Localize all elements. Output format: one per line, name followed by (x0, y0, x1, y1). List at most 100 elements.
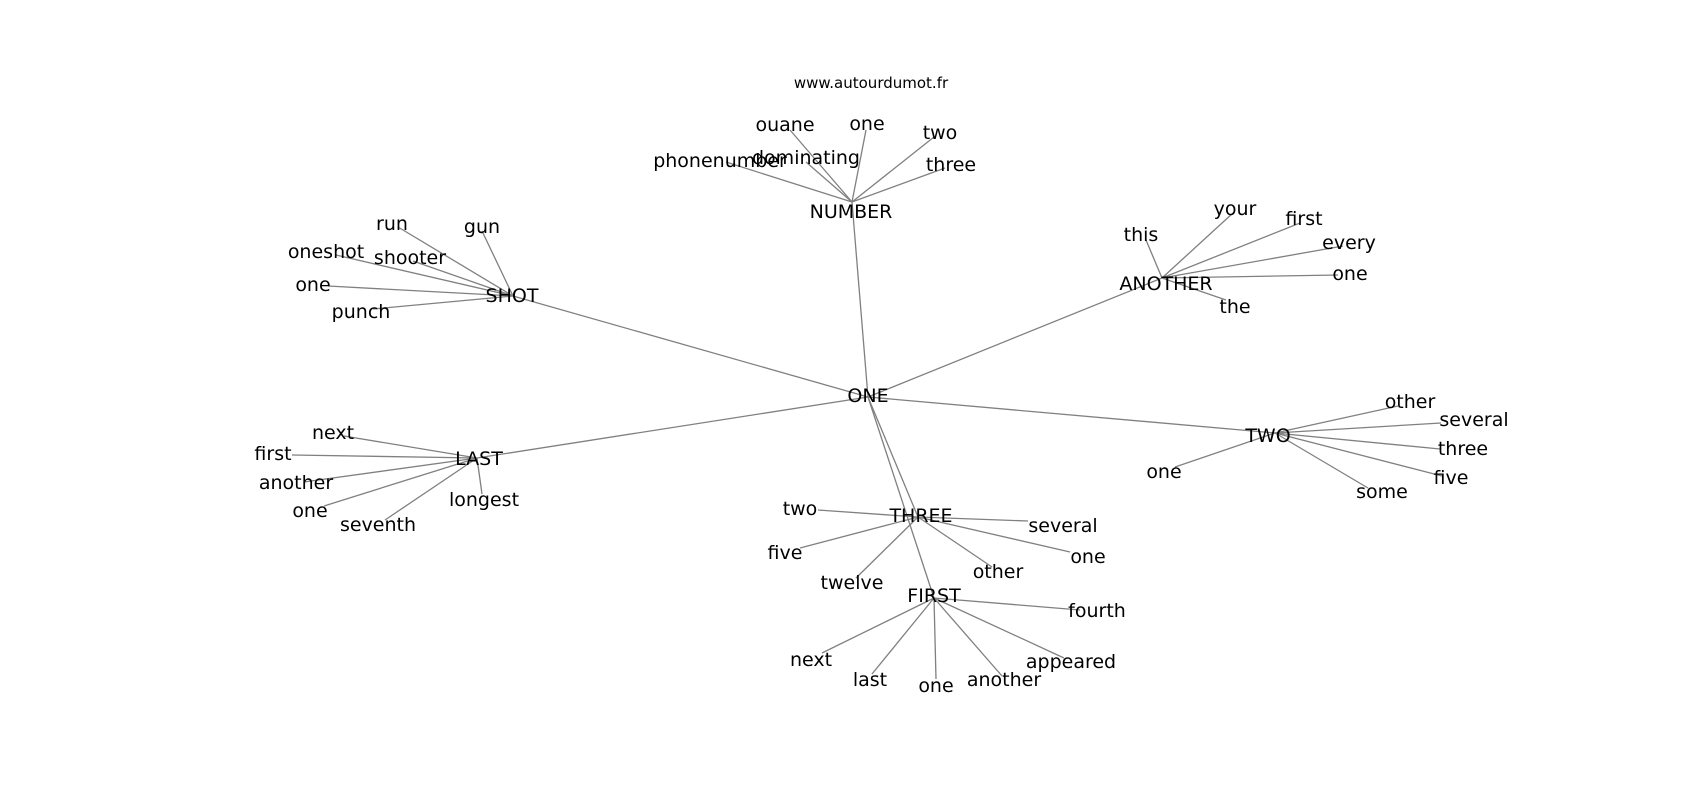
edge-hub-to-word (917, 516, 1071, 553)
word-node-label: shooter (374, 247, 446, 269)
edge-hub-to-word (855, 516, 919, 579)
word-node-label: twelve (821, 572, 884, 594)
edge-hub-to-word (412, 260, 514, 297)
edge-hub-to-word (851, 167, 946, 203)
word-node-label: fourth (1068, 600, 1126, 622)
word-node-label: another (967, 669, 1041, 691)
word-node-label: gun (464, 216, 500, 238)
word-node-label: next (790, 649, 832, 671)
edge-hub-to-word (917, 516, 1029, 522)
edge-hub-to-word (933, 597, 937, 680)
word-node-label: one (1070, 546, 1105, 568)
word-node-label: punch (332, 301, 391, 323)
word-node-label: dominating (752, 147, 860, 169)
word-node-label: oneshot (288, 241, 364, 263)
hub-node-label: FIRST (907, 585, 961, 607)
edge-root-to-hub (867, 396, 935, 599)
edge-hub-to-word (933, 597, 1081, 611)
word-node-label: one (1332, 263, 1367, 285)
edge-hub-to-word (343, 435, 478, 459)
edge-hub-to-word (1274, 422, 1442, 434)
word-node-label: your (1214, 198, 1257, 220)
hub-node-label: ANOTHER (1119, 273, 1212, 295)
word-node-label: seventh (340, 514, 416, 536)
edge-hub-to-word (725, 161, 853, 203)
edge-hub-to-word (1161, 277, 1227, 301)
word-node-label: three (926, 154, 976, 176)
edge-hub-to-word (1161, 274, 1339, 279)
word-node-label: one (918, 675, 953, 697)
word-node-label: this (1124, 224, 1159, 246)
hub-node-label: SHOT (486, 285, 539, 307)
labels-layer: www.autourdumot.fr ONE NUMBER ouane one two t… (254, 74, 1508, 697)
word-node-label: appeared (1026, 651, 1116, 673)
edge-root-to-hub (476, 396, 869, 459)
edge-hub-to-word (799, 516, 919, 549)
word-node-label: another (259, 472, 333, 494)
edge-hub-to-word (821, 597, 935, 654)
edge-hub-to-word (476, 457, 483, 495)
word-node-label: two (783, 498, 818, 520)
word-node-label: several (1028, 515, 1097, 537)
edge-hub-to-word (291, 454, 478, 459)
word-node-label: longest (449, 489, 519, 511)
root-node-label: ONE (847, 385, 888, 407)
hub-node-label: TWO (1244, 425, 1290, 447)
edge-hub-to-word (335, 254, 514, 297)
word-node-label: three (1438, 438, 1488, 460)
edge-hub-to-word (481, 230, 514, 297)
edge-root-to-hub (867, 277, 1163, 398)
edge-hub-to-word (917, 516, 993, 568)
word-node-label: one (295, 274, 330, 296)
edge-hub-to-word (323, 457, 478, 507)
hub-node-label: LAST (455, 448, 503, 470)
word-node-label: one (849, 113, 884, 135)
word-node-label: other (973, 561, 1024, 583)
word-node-label: other (1385, 391, 1436, 413)
word-node-label: five (768, 542, 803, 564)
edge-hub-to-word (1161, 212, 1234, 279)
word-node-label: first (254, 443, 291, 465)
edge-root-to-hub (851, 201, 869, 398)
edge-hub-to-word (1274, 432, 1441, 450)
word-node-label: several (1439, 409, 1508, 431)
edge-hub-to-word (933, 597, 1003, 677)
edge-hub-to-word (817, 509, 919, 518)
edge-hub-to-word (851, 129, 867, 203)
edge-hub-to-word (789, 129, 853, 203)
word-node-label: every (1322, 232, 1376, 254)
edge-root-to-hub (867, 396, 1276, 434)
edge-hub-to-word (1274, 432, 1369, 489)
edge-hub-to-word (871, 597, 935, 675)
edge-hub-to-word (933, 597, 1065, 659)
hub-node-label: NUMBER (810, 201, 893, 223)
edge-hub-to-word (303, 457, 478, 483)
word-node-label: two (923, 122, 958, 144)
edge-root-to-hub (867, 396, 919, 518)
edge-hub-to-word (327, 285, 514, 297)
edge-hub-to-word (397, 226, 514, 297)
edge-hub-to-word (1145, 239, 1163, 279)
word-node-label: last (853, 669, 887, 691)
edge-hub-to-word (384, 457, 478, 521)
word-node-label: run (376, 213, 408, 235)
word-node-label: one (1146, 461, 1181, 483)
edge-root-to-hub (512, 295, 869, 398)
word-node-label: phonenumber (653, 150, 787, 172)
edge-hub-to-word (1274, 432, 1443, 477)
edges-layer (291, 129, 1443, 680)
edge-hub-to-word (805, 161, 853, 203)
word-node-label: first (1285, 208, 1322, 230)
word-node-label: some (1356, 481, 1408, 503)
word-node-label: one (292, 500, 327, 522)
word-node-label: the (1219, 296, 1250, 318)
edge-hub-to-word (1161, 245, 1344, 279)
source-watermark: www.autourdumot.fr (794, 74, 949, 92)
edge-hub-to-word (1161, 222, 1301, 279)
word-node-label: next (312, 422, 354, 444)
edge-hub-to-word (372, 295, 514, 310)
word-node-label: five (1434, 467, 1469, 489)
edge-hub-to-word (1174, 432, 1276, 468)
word-node-label: ouane (755, 114, 814, 136)
